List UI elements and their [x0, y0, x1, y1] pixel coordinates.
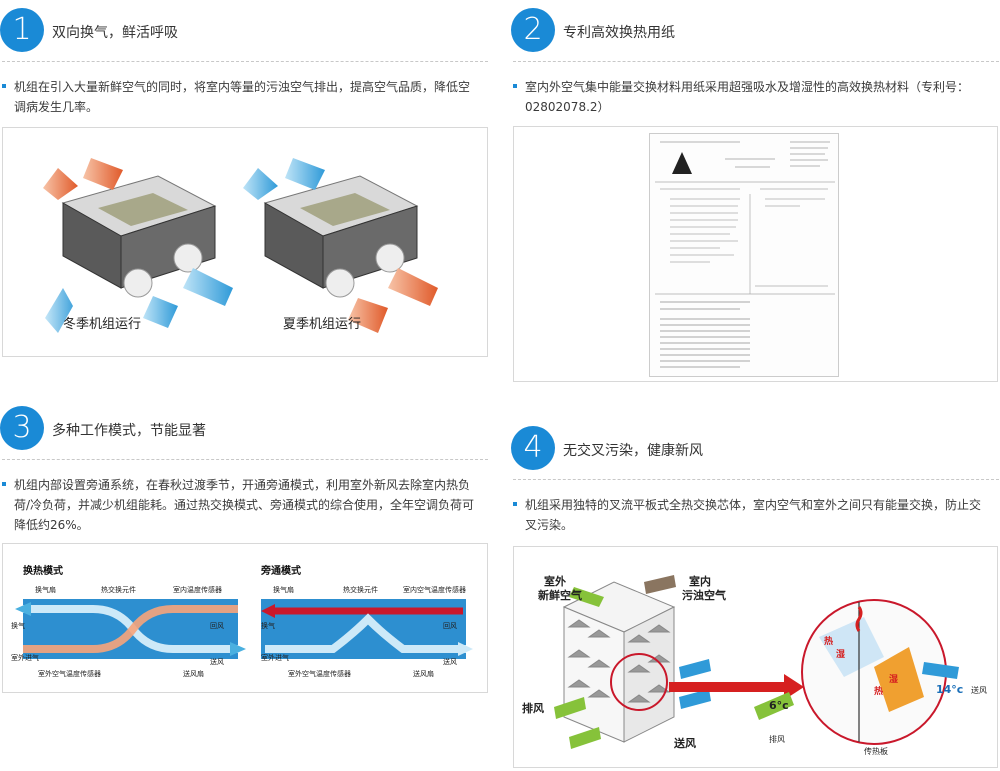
bypass-supply-label: 送风: [443, 657, 457, 666]
bypass-mode-diagram: 旁通模式 换气扇 热交换元件 室内空气温度传感器 换气 回风 室外进气 送风 室…: [260, 564, 473, 678]
patent-image-panel: [513, 126, 998, 382]
heat-supply-label: 送风: [210, 657, 224, 666]
outdoor-fresh-line2: 新鲜空气: [538, 588, 582, 602]
units-image-panel: 冬季机组运行 夏季机组运行: [2, 127, 488, 357]
supply-small-label: 送风: [971, 685, 987, 695]
heat-mode-diagram: 换热模式 换气扇 热交换元件 室内温度传感器 换气 回风 室外进气 送风 室外空…: [11, 564, 246, 678]
humid-label-left: 湿: [836, 648, 845, 660]
temp-right: 14°c: [936, 683, 963, 696]
heat-label-left: 热: [824, 635, 833, 647]
indoor-dirty-line1: 室内: [689, 574, 711, 588]
patent-document-illustration: [655, 141, 835, 368]
plate-label: 传热板: [864, 746, 888, 756]
winter-caption: 冬季机组运行: [63, 316, 141, 332]
description-text: 机组在引入大量新鲜空气的同时，将室内等量的污浊空气排出，提高空气品质，降低空调病…: [14, 80, 471, 114]
summer-unit: [243, 158, 438, 333]
crossflow-core-diagram: 室外 新鲜空气 室内 污浊空气 排风 送风 热 湿 热 湿 6°c 排风 14°…: [522, 574, 987, 756]
heat-transfer-zoom: 热 湿 热 湿: [754, 599, 959, 745]
feature-number: 3: [0, 406, 44, 450]
bypass-exhaust-label: 换气: [261, 621, 275, 630]
divider: [513, 61, 999, 62]
bypass-outdoor-in: 室外进气: [261, 653, 289, 662]
modes-diagram: 换热模式 换气扇 热交换元件 室内温度传感器 换气 回风 室外进气 送风 室外空…: [11, 564, 473, 678]
core-supply-label: 送风: [673, 736, 696, 750]
outdoor-fresh-line1: 室外: [544, 574, 566, 588]
feature-title: 双向换气，鲜活呼吸: [52, 25, 178, 41]
temp-left: 6°c: [769, 699, 789, 712]
bullet-icon: [513, 502, 517, 506]
patent-document-image: [649, 133, 839, 377]
description-text: 室内外空气集中能量交换材料用纸采用超强吸水及增湿性的高效换热材料（专利号：028…: [525, 80, 970, 114]
bullet-icon: [2, 84, 6, 88]
bypass-exchanger-label: 热交换元件: [343, 585, 378, 594]
feature-description: 机组内部设置旁通系统，在春秋过渡季节，开通旁通模式，利用室外新风去除室内热负荷/…: [2, 475, 480, 535]
description-text: 机组内部设置旁通系统，在春秋过渡季节，开通旁通模式，利用室外新风去除室内热负荷/…: [14, 478, 475, 532]
feature-number: 4: [511, 426, 555, 470]
bypass-exhaust-fan: 换气扇: [273, 585, 294, 594]
bypass-return-label: 回风: [443, 622, 457, 630]
heat-exhaust-label: 换气: [11, 621, 25, 630]
heat-indoor-sensor: 室内温度传感器: [173, 585, 222, 594]
feature-title: 专利高效换热用纸: [563, 25, 675, 41]
description-text: 机组采用独特的叉流平板式全热交换芯体，室内空气和室外之间只有能量交换，防止交叉污…: [525, 498, 982, 532]
heat-return-label: 回风: [210, 622, 224, 630]
heat-label-right: 热: [874, 685, 883, 697]
feature-number: 2: [511, 8, 555, 52]
feature-title: 多种工作模式，节能显著: [52, 423, 206, 439]
exhaust-small-label: 排风: [769, 734, 785, 744]
divider: [2, 459, 488, 460]
summer-caption: 夏季机组运行: [283, 317, 361, 332]
bypass-supply-fan: 送风扇: [413, 669, 434, 678]
bullet-icon: [513, 84, 517, 88]
bypass-mode-title: 旁通模式: [260, 564, 301, 577]
feature-description: 室内外空气集中能量交换材料用纸采用超强吸水及增湿性的高效换热材料（专利号：028…: [513, 77, 991, 117]
feature-description: 机组采用独特的叉流平板式全热交换芯体，室内空气和室外之间只有能量交换，防止交叉污…: [513, 495, 991, 535]
feature-title: 无交叉污染，健康新风: [563, 443, 703, 459]
heat-outdoor-in: 室外进气: [11, 653, 39, 662]
core-exhaust-label: 排风: [522, 701, 544, 715]
humid-label-right: 湿: [889, 673, 898, 685]
heat-exchanger-label: 热交换元件: [101, 585, 136, 594]
heat-supply-fan: 送风扇: [183, 669, 204, 678]
feature-description: 机组在引入大量新鲜空气的同时，将室内等量的污浊空气排出，提高空气品质，降低空调病…: [2, 77, 480, 117]
winter-unit: [43, 158, 233, 333]
heat-mode-title: 换热模式: [23, 564, 63, 577]
divider: [2, 61, 488, 62]
bypass-indoor-sensor: 室内空气温度传感器: [403, 585, 466, 594]
core-image-panel: 室外 新鲜空气 室内 污浊空气 排风 送风 热 湿 热 湿 6°c 排风 14°…: [513, 546, 998, 768]
modes-image-panel: 换热模式 换气扇 热交换元件 室内温度传感器 换气 回风 室外进气 送风 室外空…: [2, 543, 488, 693]
ventilation-units-illustration: 冬季机组运行 夏季机组运行: [43, 158, 438, 333]
feature-number: 1: [0, 8, 44, 52]
heat-exhaust-fan: 换气扇: [35, 585, 56, 594]
indoor-dirty-line2: 污浊空气: [682, 588, 726, 602]
heat-outdoor-sensor: 室外空气温度传感器: [38, 669, 101, 678]
divider: [513, 479, 999, 480]
bullet-icon: [2, 482, 6, 486]
bypass-outdoor-sensor: 室外空气温度传感器: [288, 669, 351, 678]
